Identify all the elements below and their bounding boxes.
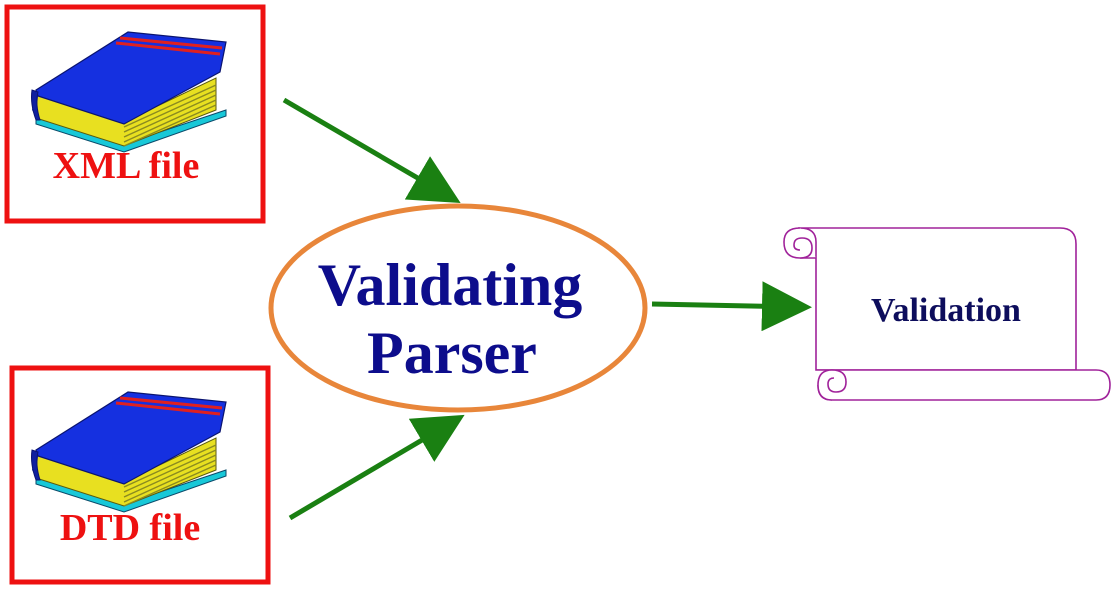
dtd-file-box <box>9 365 271 585</box>
book-icon <box>30 390 228 514</box>
validation-label: Validation <box>871 292 1021 329</box>
arrow-dtd-to-parser <box>288 414 465 521</box>
arrow-xml-to-parser <box>282 97 461 204</box>
book-icon <box>30 30 228 154</box>
validation-node: Validation <box>783 227 1111 401</box>
scroll-icon <box>783 227 1111 401</box>
parser-ellipse <box>268 203 648 413</box>
arrow-parser-to-validation <box>651 281 812 332</box>
xml-file-node: XML file <box>4 4 266 224</box>
xml-file-box <box>4 4 266 224</box>
parser-label-line2: Parser <box>367 320 537 386</box>
parser-label-line1: Validating <box>318 252 583 318</box>
dtd-file-label: DTD file <box>60 507 200 549</box>
parser-node: Validating Parser <box>268 203 648 413</box>
xml-file-label: XML file <box>53 145 200 187</box>
dtd-file-node: DTD file <box>9 365 271 585</box>
